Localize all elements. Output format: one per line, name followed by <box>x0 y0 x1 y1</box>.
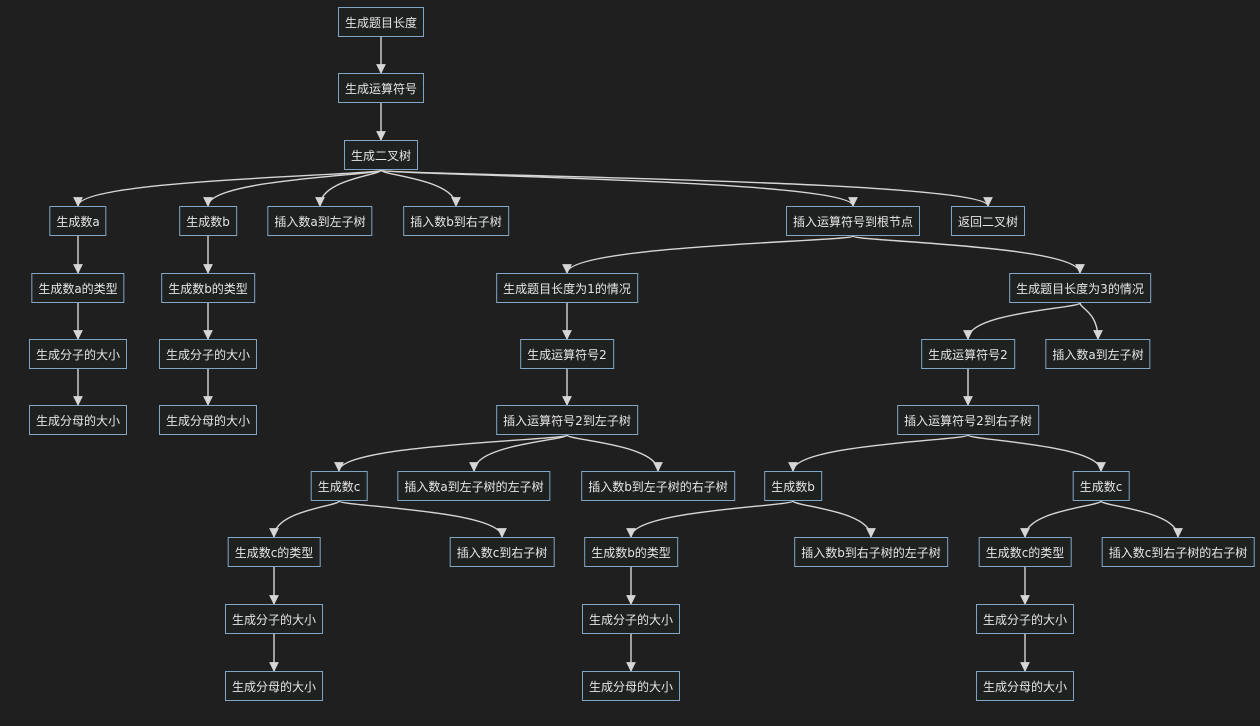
node-denominator-a: 生成分母的大小 <box>28 405 128 435</box>
node-numerator-b-right: 生成分子的大小 <box>581 604 681 634</box>
node-numerator-a: 生成分子的大小 <box>28 339 128 369</box>
node-generate-number-a: 生成数a <box>49 206 107 236</box>
node-insert-operator2-right: 插入运算符号2到右子树 <box>897 405 1039 435</box>
node-numerator-c-right: 生成分子的大小 <box>975 604 1075 634</box>
edge-arrow <box>566 434 663 472</box>
node-type-b-right: 生成数b的类型 <box>584 537 678 567</box>
node-type-c-right: 生成数c的类型 <box>978 537 1072 567</box>
node-insert-operator-root: 插入运算符号到根节点 <box>785 206 921 236</box>
node-generate-operator: 生成运算符号 <box>337 73 425 103</box>
edge-arrow <box>963 302 1081 340</box>
node-type-a: 生成数a的类型 <box>31 273 125 303</box>
node-generate-binary-tree: 生成二叉树 <box>343 140 419 170</box>
edge-arrow <box>380 169 461 207</box>
node-case-length-1: 生成题目长度为1的情况 <box>496 273 638 303</box>
node-insert-b-left-right: 插入数b到左子树的右子树 <box>581 471 735 501</box>
edge-arrow <box>626 500 794 538</box>
node-insert-a-left-case3: 插入数a到左子树 <box>1045 339 1151 369</box>
node-type-c-left: 生成数c的类型 <box>227 537 321 567</box>
edge-arrow <box>203 169 382 207</box>
edge-arrow <box>380 169 858 207</box>
node-generate-length: 生成题目长度 <box>337 7 425 37</box>
edge-arrow <box>338 500 507 538</box>
node-type-b: 生成数b的类型 <box>161 273 255 303</box>
node-insert-b-right-left: 插入数b到右子树的左子树 <box>794 537 948 567</box>
edge-arrow <box>1100 500 1183 538</box>
edge-arrow <box>469 434 568 472</box>
node-insert-b-right: 插入数b到右子树 <box>403 206 509 236</box>
edge-arrow <box>73 169 382 207</box>
edge-arrow <box>967 434 1106 472</box>
node-denominator-c-left: 生成分母的大小 <box>224 671 324 701</box>
node-numerator-b: 生成分子的大小 <box>158 339 258 369</box>
node-return-binary-tree: 返回二叉树 <box>950 206 1026 236</box>
edge-arrow <box>852 235 1085 274</box>
node-denominator-b-right: 生成分母的大小 <box>581 671 681 701</box>
node-generate-number-c-left: 生成数c <box>310 471 368 501</box>
edge-arrow <box>269 500 340 538</box>
node-insert-a-left: 插入数a到左子树 <box>267 206 373 236</box>
node-denominator-b: 生成分母的大小 <box>158 405 258 435</box>
edge-arrow <box>1079 302 1103 340</box>
node-insert-operator2-left: 插入运算符号2到左子树 <box>496 405 638 435</box>
node-generate-number-b-right: 生成数b <box>764 471 822 501</box>
edge-arrow <box>1020 500 1102 538</box>
edge-arrow <box>380 169 993 207</box>
node-insert-a-left-left: 插入数a到左子树的左子树 <box>397 471 551 501</box>
node-case-length-3: 生成题目长度为3的情况 <box>1009 273 1151 303</box>
edge-arrow <box>792 500 876 538</box>
node-generate-operator2-right: 生成运算符号2 <box>921 339 1015 369</box>
node-denominator-c-right: 生成分母的大小 <box>975 671 1075 701</box>
node-generate-operator2-left: 生成运算符号2 <box>520 339 614 369</box>
node-insert-c-right-right: 插入数c到右子树的右子树 <box>1101 537 1255 567</box>
node-generate-number-b: 生成数b <box>179 206 237 236</box>
node-numerator-c-left: 生成分子的大小 <box>224 604 324 634</box>
node-insert-c-right: 插入数c到右子树 <box>449 537 555 567</box>
edge-arrow <box>315 169 382 207</box>
edge-arrow <box>788 434 969 472</box>
node-generate-number-c-right: 生成数c <box>1072 471 1130 501</box>
edge-arrow <box>334 434 568 472</box>
edge-arrow <box>562 235 854 274</box>
